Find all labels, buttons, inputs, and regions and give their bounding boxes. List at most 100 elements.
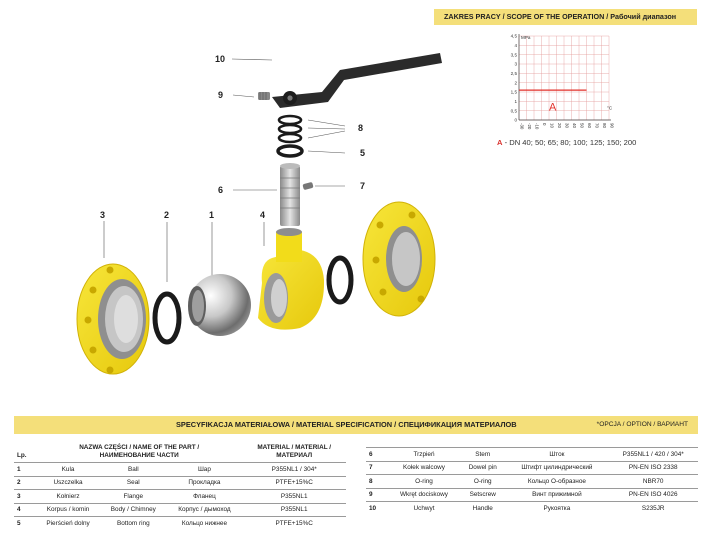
body-part bbox=[258, 228, 325, 330]
part-name-pl: Trzpień bbox=[388, 447, 460, 461]
row-number: 8 bbox=[366, 474, 388, 488]
dn-range-values: - DN 40; 50; 65; 80; 100; 125; 150; 200 bbox=[502, 138, 637, 147]
bottom-ring-part bbox=[276, 144, 304, 158]
callout-5: 5 bbox=[360, 148, 365, 158]
part-name-en: Bottom ring bbox=[100, 516, 167, 530]
row-number: 6 bbox=[366, 447, 388, 461]
part-name-en: Flange bbox=[100, 489, 167, 503]
y-tick-label: 3,5 bbox=[511, 52, 518, 57]
o-rings-part bbox=[277, 114, 303, 144]
x-tick-label: 50 bbox=[580, 123, 585, 128]
part-name-ru: Винт прижимной bbox=[505, 487, 609, 502]
spec-table-header: Lp. NAZWA CZĘŚCI / NAME OF THE PART / НА… bbox=[14, 444, 346, 463]
exploded-valve-drawing: 10 9 8 5 6 7 3 2 1 4 bbox=[76, 53, 442, 375]
handle-part bbox=[272, 53, 442, 108]
y-tick-label: 2 bbox=[514, 80, 517, 85]
spec-title: SPECYFIKACJA MATERIAŁOWA / MATERIAL SPEC… bbox=[176, 420, 517, 429]
y-tick-label: 3 bbox=[514, 62, 517, 67]
dn-range-text: A - DN 40; 50; 65; 80; 100; 125; 150; 20… bbox=[497, 138, 636, 147]
part-material: PN-EN ISO 2338 bbox=[608, 460, 698, 475]
x-tick-label: -20 bbox=[527, 123, 532, 130]
row-number: 3 bbox=[14, 489, 36, 503]
part-name-pl: Wkręt dociskowy bbox=[388, 487, 460, 502]
part-name-ru: Шток bbox=[505, 447, 609, 461]
callout-7: 7 bbox=[360, 181, 365, 191]
part-name-pl: Kula bbox=[36, 462, 101, 476]
x-tick-label: 30 bbox=[565, 123, 570, 128]
part-material: NBR70 bbox=[608, 474, 698, 488]
dowel-pin-part bbox=[302, 182, 314, 190]
part-name-en: Dowel pin bbox=[460, 460, 506, 475]
stem-part bbox=[280, 163, 300, 226]
part-material: PTFE+15%C bbox=[242, 475, 346, 490]
y-tick-label: 0,5 bbox=[511, 108, 518, 113]
y-tick-label: 1,5 bbox=[511, 90, 518, 95]
x-tick-label: 70 bbox=[595, 123, 600, 128]
name-header-line2: НАИМЕНОВАНИЕ ЧАСТИ bbox=[99, 452, 179, 459]
part-material: P355NL1 bbox=[242, 502, 346, 517]
part-material: PN-EN ISO 4026 bbox=[608, 487, 698, 502]
part-name-en: Setscrew bbox=[460, 487, 506, 502]
part-name-ru: Штифт цилиндрический bbox=[505, 460, 609, 475]
part-material: P355NL1 bbox=[242, 489, 346, 503]
callout-3: 3 bbox=[100, 210, 105, 220]
part-name-ru: Рукоятка bbox=[505, 501, 609, 515]
x-tick-label: 90 bbox=[610, 123, 615, 128]
part-material: S235JR bbox=[608, 501, 698, 515]
x-tick-label: -10 bbox=[535, 123, 540, 130]
y-tick-label: 1 bbox=[514, 99, 517, 104]
part-name-en: Ball bbox=[100, 462, 167, 476]
x-tick-label: 40 bbox=[572, 123, 577, 128]
x-tick-label: 10 bbox=[550, 123, 555, 128]
part-name-ru: Шар bbox=[166, 462, 243, 476]
row-number: 5 bbox=[14, 516, 36, 530]
part-name-ru: Корпус / дымоход bbox=[166, 502, 243, 517]
y-tick-label: 2,5 bbox=[511, 71, 518, 76]
setscrew-part bbox=[258, 92, 270, 100]
x-tick-label: 20 bbox=[557, 123, 562, 128]
seal-right-part bbox=[326, 255, 354, 305]
part-name-ru: Прокладка bbox=[166, 475, 243, 490]
part-name-pl: Uszczelka bbox=[36, 475, 101, 490]
part-name-en: Stem bbox=[460, 447, 506, 461]
part-name-en: O-ring bbox=[460, 474, 506, 488]
spec-header-bar: SPECYFIKACJA MATERIAŁOWA / MATERIAL SPEC… bbox=[14, 416, 698, 434]
callout-9: 9 bbox=[218, 90, 223, 100]
flange-right-part bbox=[362, 201, 436, 317]
material-header-line1: MATERIAL / MATERIAL / bbox=[257, 444, 332, 451]
row-number: 10 bbox=[366, 501, 388, 515]
name-header: NAZWA CZĘŚCI / NAME OF THE PART / НАИМЕН… bbox=[36, 444, 242, 463]
ball-part bbox=[188, 274, 251, 336]
name-header-line1: NAZWA CZĘŚCI / NAME OF THE PART / bbox=[79, 444, 200, 451]
material-header: MATERIAL / MATERIAL / МАТЕРИАЛ bbox=[242, 444, 346, 463]
part-name-en: Handle bbox=[460, 501, 506, 515]
row-number: 9 bbox=[366, 487, 388, 502]
part-material: P355NL1 / 420 / 304* bbox=[608, 447, 698, 461]
part-name-pl: Kołek walcowy bbox=[388, 460, 460, 475]
flange-left-part bbox=[76, 263, 150, 375]
callout-8: 8 bbox=[358, 123, 363, 133]
region-label: A bbox=[549, 102, 557, 114]
x-tick-label: 80 bbox=[602, 123, 607, 128]
part-name-ru: Кольцо О-образное bbox=[505, 474, 609, 488]
row-number: 2 bbox=[14, 475, 36, 490]
part-material: PTFE+15%C bbox=[242, 516, 346, 530]
y-tick-label: 4,5 bbox=[511, 34, 518, 39]
callout-10: 10 bbox=[215, 54, 225, 64]
part-name-pl: O-ring bbox=[388, 474, 460, 488]
part-name-pl: Kołnierz bbox=[36, 489, 101, 503]
callout-4: 4 bbox=[260, 210, 265, 220]
row-number: 7 bbox=[366, 460, 388, 475]
seal-part bbox=[152, 291, 182, 345]
part-name-pl: Korpus / komin bbox=[36, 502, 101, 517]
row-number: 4 bbox=[14, 502, 36, 517]
